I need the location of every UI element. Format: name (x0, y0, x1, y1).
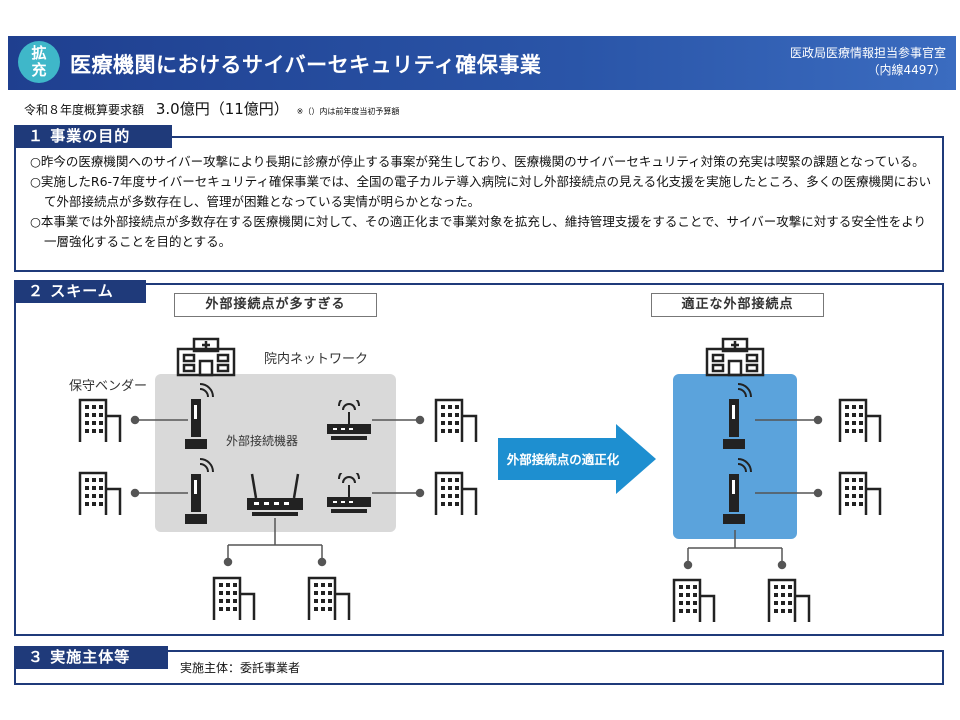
purpose-paragraph-3: ○本事業では外部接続点が多数存在する医療機関に対して、その適正化まで事業対象を拡… (30, 214, 927, 249)
building-icon (434, 471, 478, 515)
budget-label: 令和８年度概算要求額 (24, 103, 145, 117)
building-icon (767, 578, 811, 622)
implementer-box (14, 650, 944, 685)
header-banner: 拡 充 医療機関におけるサイバーセキュリティ確保事業 医政局医療情報担当参事官室… (8, 36, 956, 90)
purpose-box: ○昨今の医療機関へのサイバー攻撃により長期に診療が停止する事案が発生しており、医… (14, 136, 944, 272)
too-many-connections-label: 外部接続点が多すぎる (174, 293, 377, 317)
page-title: 医療機関におけるサイバーセキュリティ確保事業 (70, 53, 542, 77)
router-icon (247, 473, 303, 516)
purpose-paragraph-2: ○実施したR6-7年度サイバーセキュリティ確保事業では、全国の電子カルテ導入病院… (30, 174, 932, 209)
purpose-paragraph-1: ○昨今の医療機関へのサイバー攻撃により長期に診療が停止する事案が発生しており、医… (30, 154, 925, 169)
hospital-icon (176, 337, 236, 377)
building-icon (307, 576, 351, 620)
device-label: 外部接続機器 (226, 434, 299, 448)
section1-heading: １ 事業の目的 (14, 125, 172, 148)
arrow-label: 外部接続点の適正化 (506, 452, 620, 467)
network-label: 院内ネットワーク (264, 352, 369, 367)
extension-number: （内線4497） (867, 63, 946, 77)
wifi-device-icon (723, 383, 752, 449)
hospital-icon (705, 337, 765, 377)
budget-note: ※（）内は前年度当初予算額 (296, 107, 400, 116)
badge-line1: 拡 (31, 44, 47, 62)
building-icon (672, 578, 716, 622)
building-icon (78, 471, 122, 515)
building-icon (78, 398, 122, 442)
section2-heading: ２ スキーム (14, 280, 146, 303)
building-icon (212, 576, 256, 620)
wifi-device-icon (185, 458, 214, 524)
arrow-right-icon (498, 424, 656, 494)
router-icon (327, 473, 371, 513)
budget-line: 令和８年度概算要求額 3.0億円（11億円） ※（）内は前年度当初予算額 (24, 98, 399, 119)
wifi-device-icon (185, 383, 214, 449)
section3-heading: ３ 実施主体等 (14, 646, 168, 669)
badge-line2: 充 (31, 61, 47, 79)
proper-connections-label: 適正な外部接続点 (651, 293, 824, 317)
implementer-text: 実施主体：委託事業者 (180, 661, 301, 675)
building-icon (838, 471, 882, 515)
expansion-badge: 拡 充 (18, 41, 60, 83)
vendor-label: 保守ベンダー (69, 379, 148, 394)
department-name: 医政局医療情報担当参事官室 (789, 46, 946, 60)
router-icon (327, 400, 371, 440)
building-icon (434, 398, 478, 442)
building-icon (838, 398, 882, 442)
wifi-device-icon (723, 458, 752, 524)
department-info: 医政局医療情報担当参事官室 （内線4497） (790, 45, 946, 79)
budget-amount: 3.0億円（11億円） (155, 100, 289, 118)
